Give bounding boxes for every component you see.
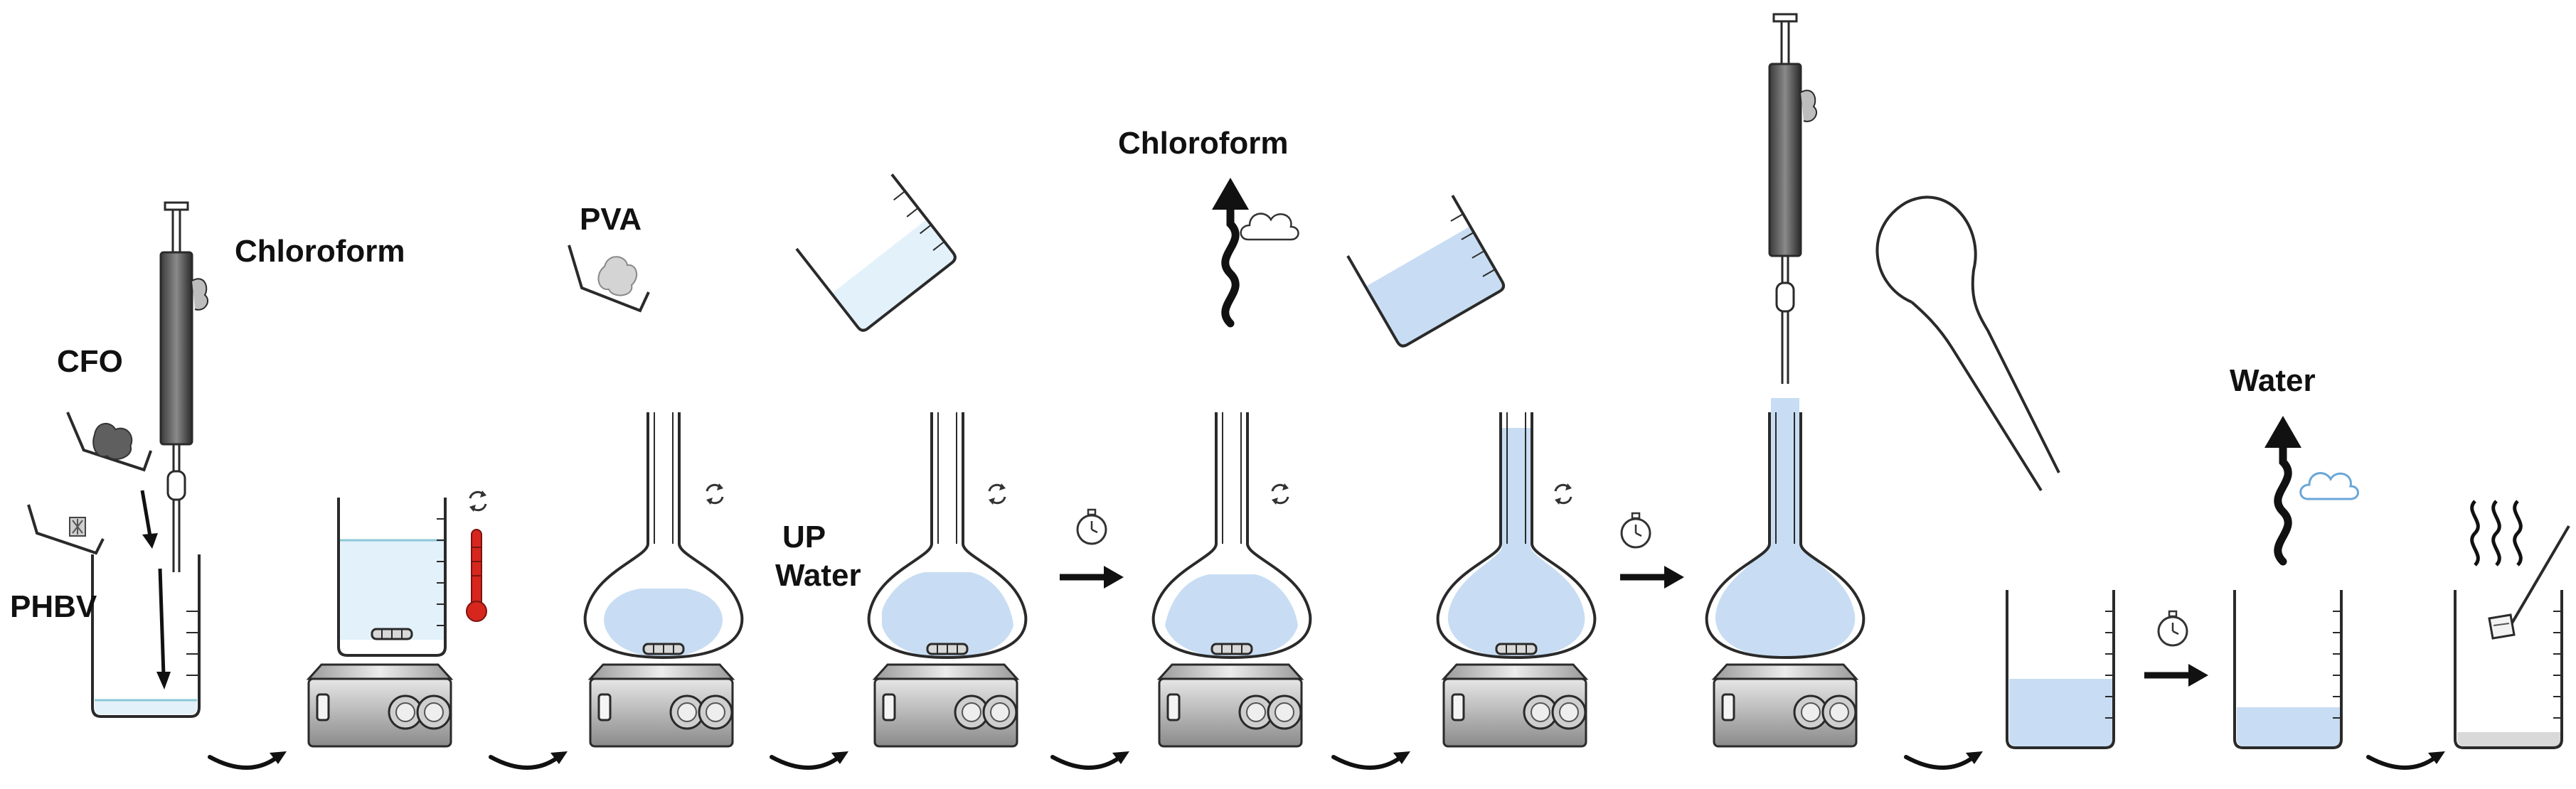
syringe-icon — [159, 201, 209, 574]
process-arrow-6 — [1906, 751, 1983, 768]
round-bottom-flask-icon — [1151, 411, 1312, 659]
beaker-liquid — [2009, 679, 2112, 746]
pour-liquid — [1366, 227, 1502, 345]
magnetic-stirrer-icon — [1158, 663, 1303, 748]
magnetic-stirrer-icon — [307, 663, 452, 748]
rotation-icon — [705, 482, 725, 506]
evaporation-arrow-icon — [1212, 178, 1249, 323]
evaporation-arrow-icon — [2264, 416, 2301, 562]
round-bottom-flask-icon — [1436, 411, 1597, 659]
phbv-weigh-boat-icon — [27, 504, 105, 555]
pva-weigh-boat-icon — [568, 245, 650, 313]
process-arrow-4 — [1053, 751, 1129, 768]
step-arrow — [1620, 566, 1684, 589]
label-chloroform-step5: Chloroform — [1118, 126, 1289, 161]
label-phbv: PHBV — [10, 589, 97, 624]
flask-liquid — [1447, 428, 1585, 658]
step-10-drying — [2454, 500, 2570, 749]
step-3-pva — [568, 245, 848, 768]
cloud-icon — [1240, 213, 1299, 241]
cfo-weigh-boat-icon — [66, 404, 154, 478]
magnetic-stirrer-icon — [873, 663, 1018, 748]
label-chloroform-step1: Chloroform — [235, 234, 405, 269]
rotation-icon — [987, 482, 1007, 506]
step-6-pour — [1346, 194, 1684, 748]
arrow-icon — [140, 490, 153, 541]
dried-film — [2457, 732, 2562, 746]
beaker-liquid — [95, 700, 197, 714]
process-arrow-2 — [491, 751, 568, 768]
magnetic-stirrer-icon — [1442, 663, 1587, 748]
spatula-icon — [2488, 525, 2570, 640]
flask-liquid — [604, 589, 723, 658]
label-cfo: CFO — [57, 344, 123, 379]
timer-icon — [1076, 508, 1107, 545]
round-bottom-flask-icon — [583, 411, 744, 659]
timer-icon — [1620, 512, 1651, 549]
step-2-heating — [307, 489, 568, 768]
timer-icon — [2157, 610, 2188, 647]
magnetic-stirrer-icon — [1713, 663, 1858, 748]
rotation-icon — [1270, 482, 1290, 506]
flask-liquid — [882, 572, 1013, 658]
step-arrow — [1060, 566, 1124, 589]
process-arrow-1 — [210, 751, 287, 768]
beaker-icon — [2233, 589, 2343, 749]
beaker-icon — [2006, 589, 2115, 749]
label-pva: PVA — [580, 202, 642, 237]
syringe-icon — [1768, 13, 1818, 385]
beaker-icon — [91, 554, 201, 718]
process-arrow-3 — [772, 751, 848, 768]
beaker-icon — [337, 496, 447, 657]
step-4-water — [795, 173, 1129, 768]
thermometer-icon — [466, 529, 487, 622]
step-8-pipette — [1875, 195, 2208, 749]
pour-liquid — [832, 220, 954, 329]
round-bottom-flask-icon — [867, 411, 1028, 659]
beaker-liquid — [2237, 707, 2340, 746]
step-arrow — [2144, 664, 2208, 687]
label-up: UP — [782, 520, 826, 554]
magnetic-stirrer-icon — [589, 663, 734, 748]
label-water-step9: Water — [2230, 363, 2316, 398]
pouring-beaker-icon — [1346, 194, 1508, 350]
process-arrow-5 — [1334, 751, 1410, 768]
heat-waves-icon — [2470, 500, 2523, 567]
rotation-icon — [468, 489, 488, 513]
flask-liquid — [1715, 398, 1856, 658]
round-bottom-flask-icon — [1705, 398, 1866, 659]
cloud-icon — [2299, 472, 2359, 500]
step-1-dispersion — [27, 201, 287, 768]
rotation-icon — [1553, 482, 1573, 506]
beaker-liquid — [340, 540, 444, 640]
pipette-icon — [1875, 195, 2060, 492]
step-7-syringe-flask — [1705, 13, 1983, 768]
flask-liquid — [1165, 574, 1298, 658]
step-5-evaporation — [1151, 178, 1410, 768]
label-water-step4: Water — [775, 558, 861, 593]
pouring-beaker-icon — [795, 173, 959, 335]
step-9-water-evaporation — [2233, 416, 2445, 768]
beaker-icon — [2454, 589, 2563, 749]
process-arrow-7 — [2368, 751, 2445, 768]
